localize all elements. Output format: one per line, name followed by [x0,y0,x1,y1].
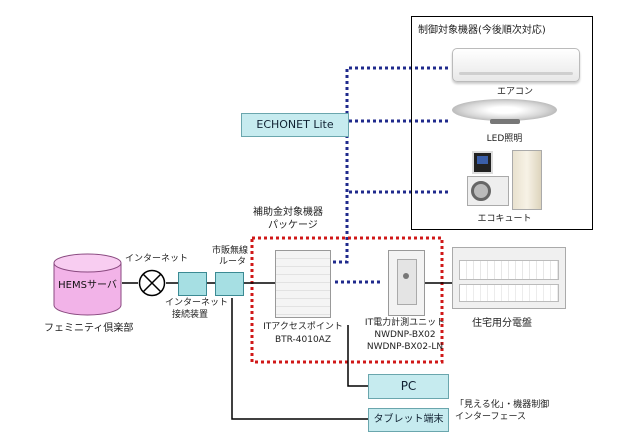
pc-label: PC [400,379,417,393]
hems-server-label: HEMSサーバ [58,280,117,291]
internet-cross-icon [138,269,166,297]
tablet-label: タブレット端末 [373,414,444,425]
subsidy-label-line1: 補助金対象機器 [253,207,323,218]
access-point-label-line1: ITアクセスポイント [263,322,343,332]
controlled-devices-title: 制御対象機器(今後順次対応) [418,25,546,36]
subsidy-package-frame [250,236,444,364]
interface-label-line2: インターフェース [455,412,527,422]
access-point-device [275,250,331,318]
internet-connection-device [178,272,207,296]
power-meter-label-line3: NWDNP-BX02-LN [366,342,444,352]
controlled-devices-frame [411,16,593,230]
internet-device-label-line2: 接続装置 [172,310,209,320]
subsidy-label-line2: パッケージ [268,220,318,231]
pc-box: PC [368,374,449,399]
distribution-board-image [452,247,566,309]
hems-server-icon [53,253,122,317]
router-device [215,272,244,296]
ecocute-unit-image [467,176,509,206]
aircon-image [452,48,580,82]
power-meter-device [388,250,425,316]
distribution-board-label: 住宅用分電盤 [472,318,532,329]
wired-lines [122,282,452,420]
ecocute-label: エコキュート [477,214,532,224]
ecocute-tank-image [512,150,542,210]
internet-device-label-line1: インターネット [165,298,229,308]
echonet-lite-label: ECHONET Lite [256,118,334,131]
ecocute-remote-image [472,151,493,174]
led-light-base [490,119,520,124]
power-meter-label-line1: IT電力計測ユニット [364,318,446,328]
led-label: LED照明 [486,134,523,144]
power-meter-label-line2: NWDNP-BX02 [374,330,436,340]
internet-label: インターネット [125,254,189,264]
echonet-lite-box: ECHONET Lite [241,113,349,137]
access-point-label-line2: BTR-4010AZ [274,335,332,345]
tablet-box: タブレット端末 [368,408,449,432]
echonet-dotted-lines [330,66,448,284]
router-label-line1: 市販無線 [212,246,249,256]
led-light-image [452,99,557,121]
hems-owner-label: フェミニティ倶楽部 [44,323,134,334]
router-label-line2: ルータ [219,257,247,267]
interface-label-line1: 「見える化」・機器制御 [455,400,550,410]
aircon-label: エアコン [496,87,533,97]
